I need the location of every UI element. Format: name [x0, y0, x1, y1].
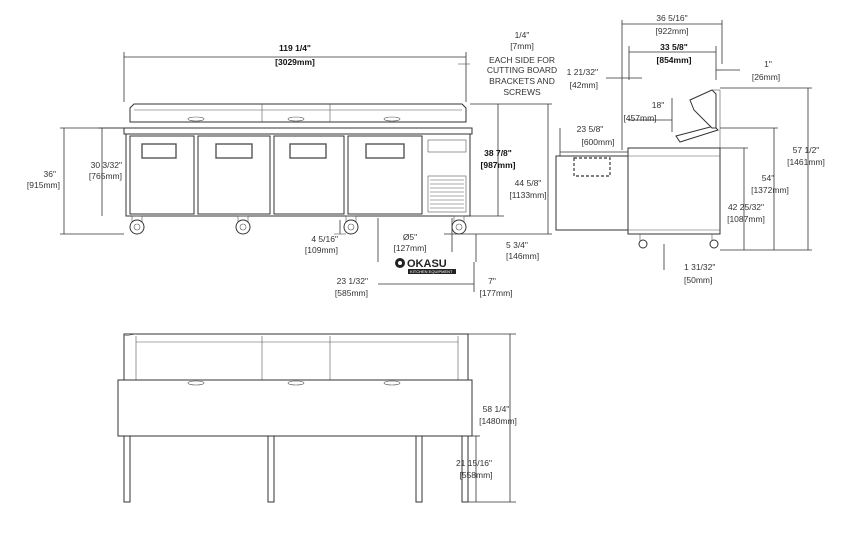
rear-view: 58 1/4" [1480mm] 21 15/16" [558mm]: [117, 333, 517, 503]
side-work-h-mm: [1087mm]: [727, 214, 765, 224]
side-board-in: 23 5/8": [577, 124, 604, 134]
front-view: 119 1/4" [3029mm] 1/4" [7mm] EACH SIDE F…: [27, 30, 557, 298]
front-casters: [129, 215, 467, 235]
bracket-mm-label: [7mm]: [510, 41, 534, 51]
caster-h-mm: [109mm]: [305, 245, 338, 255]
side-rail-in: 1 21/32": [567, 67, 598, 77]
rear-leg-1: [123, 435, 131, 503]
side-body-depth-mm: [854mm]: [657, 55, 692, 65]
caster-h-in: 4 5/16": [311, 234, 338, 244]
caster-d-mm: [127mm]: [393, 243, 426, 253]
rear-leg-2: [267, 435, 275, 503]
caster-d-in: Ø5": [403, 232, 417, 242]
front-lid: [129, 103, 467, 123]
side-work-h-in: 42 25/32": [728, 202, 764, 212]
side-cutting-board-profile: [555, 155, 629, 231]
bracket-in-label: 1/4": [515, 30, 530, 40]
side-rail-mm: [42mm]: [570, 80, 598, 90]
rear-lid-frame: [123, 333, 469, 383]
side-total-h-mm: [1461mm]: [787, 157, 825, 167]
bracket-note-1: EACH SIDE FOR: [489, 55, 555, 65]
front-door-1: [129, 135, 195, 215]
door-w-mm: [585mm]: [335, 288, 368, 298]
side-depth-mm: [922mm]: [655, 26, 688, 36]
side-cabinet: [627, 147, 721, 235]
leg-mm: [146mm]: [506, 251, 539, 261]
bracket-note-3: BRACKETS AND: [489, 76, 555, 86]
side-open-h-mm: [1372mm]: [751, 185, 789, 195]
side-depth-in: 36 5/16": [656, 13, 687, 23]
height-body-mm: [765mm]: [89, 171, 122, 181]
side-lid-open: [675, 125, 719, 143]
okasu-logo: OKASU KITCHEN EQUIPMENT: [395, 258, 456, 274]
side-view: 36 5/16" [922mm] 33 5/8" [854mm] 1" [26m…: [555, 13, 825, 285]
side-pan-in: 18": [652, 100, 664, 110]
side-open-h-in: 54": [762, 173, 774, 183]
side-handle: [573, 157, 611, 177]
side-leg-in: 1 31/32": [684, 262, 715, 272]
side-top-off-in: 1": [764, 59, 772, 69]
rear-cabinet: [117, 379, 473, 437]
side-lid-raised: [689, 89, 717, 129]
rear-leg-4: [461, 435, 469, 503]
side-leg-mm: [50mm]: [684, 275, 712, 285]
door-handle-2: [215, 143, 253, 159]
front-door-3: [273, 135, 345, 215]
bracket-note-4: SCREWS: [503, 87, 541, 97]
door-handle-1: [141, 143, 177, 159]
height-top-mm: [1133mm]: [509, 190, 546, 200]
door-handle-3: [289, 143, 327, 159]
leg-in: 5 3/4": [506, 240, 528, 250]
side-board-mm: [600mm]: [581, 137, 614, 147]
height-top-in: 44 5/8": [515, 178, 542, 188]
height-lid-in: 38 7/8": [484, 148, 512, 158]
side-top-off-mm: [26mm]: [752, 72, 780, 82]
front-grill: [427, 139, 467, 213]
width-mm-label: [3029mm]: [275, 57, 315, 67]
height-work-in: 36": [44, 169, 56, 179]
rear-height-mm: [1480mm]: [479, 416, 517, 426]
grill-mm: [177mm]: [479, 288, 512, 298]
rear-leg-in: 21 15/16": [456, 458, 492, 468]
watermark-tagline: KITCHEN EQUIPMENT: [410, 269, 453, 274]
rear-height-in: 58 1/4": [483, 404, 510, 414]
height-lid-mm: [987mm]: [481, 160, 516, 170]
grill-in: 7": [488, 276, 496, 286]
door-handle-4: [365, 143, 405, 159]
side-total-h-in: 57 1/2": [793, 145, 820, 155]
height-body-in: 30 3/32": [91, 160, 122, 170]
rear-leg-mm: [558mm]: [459, 470, 492, 480]
door-w-in: 23 1/32": [337, 276, 368, 286]
bracket-note-2: CUTTING BOARD: [487, 65, 557, 75]
front-cutting-board: [123, 127, 473, 135]
side-pan-mm: [457mm]: [623, 113, 656, 123]
side-body-depth-in: 33 5/8": [660, 42, 688, 52]
front-door-2: [197, 135, 271, 215]
width-in-label: 119 1/4": [279, 43, 311, 53]
front-door-4: [347, 135, 423, 215]
rear-leg-3: [415, 435, 423, 503]
watermark-brand: OKASU: [407, 258, 447, 270]
height-work-mm: [915mm]: [27, 180, 60, 190]
